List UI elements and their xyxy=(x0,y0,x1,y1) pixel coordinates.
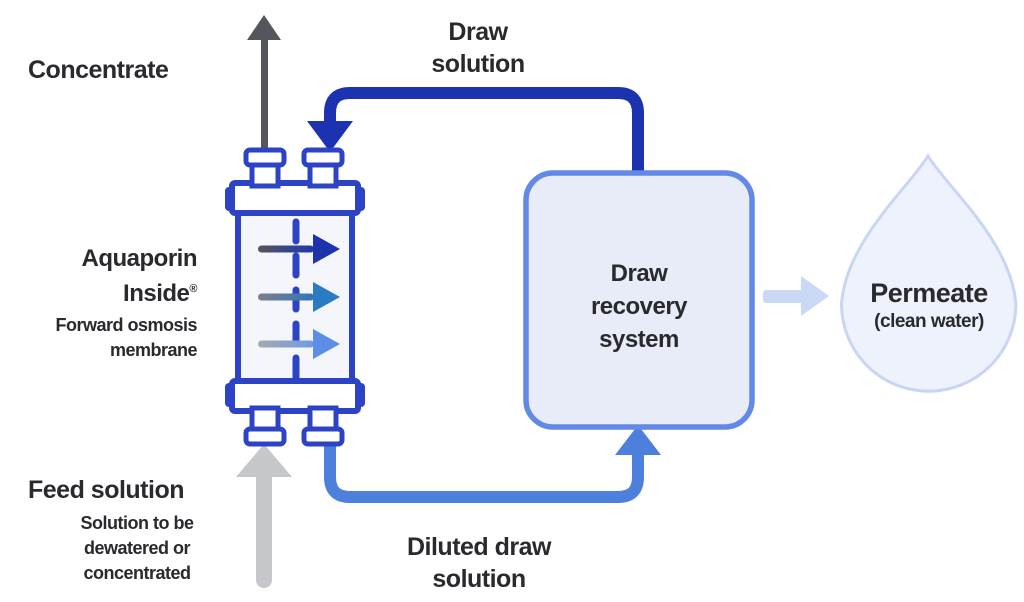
draw-solution-pipe xyxy=(307,87,644,176)
module-top-ports xyxy=(243,147,345,189)
membrane-module xyxy=(225,147,365,447)
registered-trademark-symbol: ® xyxy=(189,283,197,295)
concentrate-label: Concentrate xyxy=(28,56,169,84)
permeate-arrow xyxy=(763,276,829,316)
diluted-draw-pipe xyxy=(324,425,661,503)
module-bottom-flange xyxy=(229,378,361,414)
concentrate-arrow xyxy=(247,15,281,154)
feed-solution-label: Feed solution xyxy=(28,476,185,504)
module-bottom-ports xyxy=(243,405,345,447)
draw-solution-arrowhead xyxy=(307,121,353,152)
osmosis-flux-arrow-1 xyxy=(258,234,340,264)
osmosis-flux-arrow-3 xyxy=(258,329,340,359)
aquaporin-inside-label: Aquaporin Inside® xyxy=(81,245,198,307)
osmosis-flux-arrow-2 xyxy=(258,282,340,312)
draw-solution-label: Draw solution xyxy=(431,18,525,78)
feed-arrow xyxy=(236,444,292,588)
module-top-flange xyxy=(229,180,361,216)
water-drop-icon xyxy=(839,153,1018,393)
feed-solution-sublabel: Solution to be dewatered or concentrated xyxy=(80,513,194,583)
forward-osmosis-membrane-label: Forward osmosis membrane xyxy=(55,315,197,360)
draw-recovery-box xyxy=(523,170,755,430)
draw-recovery-system-label: Draw recovery system xyxy=(590,260,688,353)
diluted-draw-arrowhead xyxy=(615,425,661,455)
permeate-label: Permeate (clean water) xyxy=(870,278,988,332)
diluted-draw-solution-label: Diluted draw solution xyxy=(406,533,552,593)
